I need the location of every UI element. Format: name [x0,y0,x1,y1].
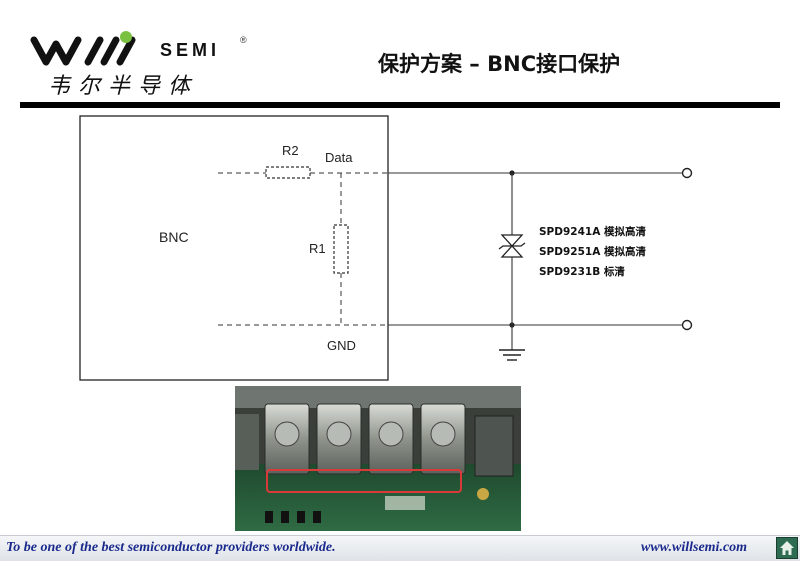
page-title: 保护方案 – BNC接口保护 [378,52,621,76]
gnd-label: GND [327,338,356,353]
bnc-label: BNC [159,229,189,245]
resistor-r1 [333,224,349,274]
part-spd9231b: SPD9231B 标清 [539,266,625,278]
tvs-diode-top [500,234,524,247]
data-terminal [681,167,693,179]
footer-tagline: To be one of the best semiconductor prov… [6,540,336,555]
r2-label: R2 [282,143,299,158]
willsemi-logo-icon [30,31,136,66]
home-icon [780,541,794,555]
logo-chinese-name: 韦尔半导体 [48,74,199,99]
footer-website-link[interactable]: www.willsemi.com [641,540,748,555]
registered-mark: ® [240,35,247,45]
part-spd9251a: SPD9251A 模拟高清 [539,246,646,258]
data-label: Data [325,150,353,165]
bnc-block [79,115,389,381]
tvs-diode-bottom [500,245,524,258]
tvs-diode-bar [498,242,526,250]
part-spd9241a: SPD9241A 模拟高清 [539,226,646,238]
pcb-photo [235,386,521,531]
header-divider [20,102,780,108]
home-button[interactable] [776,537,798,559]
r1-label: R1 [309,241,326,256]
resistor-r2 [265,166,311,179]
bnc-protection-schematic [79,115,693,381]
footer-bar [0,535,800,561]
bnc-connector-row [235,403,514,477]
protection-region-highlight [266,469,462,493]
logo-text: SEMI [160,40,221,60]
gnd-terminal [681,319,693,331]
